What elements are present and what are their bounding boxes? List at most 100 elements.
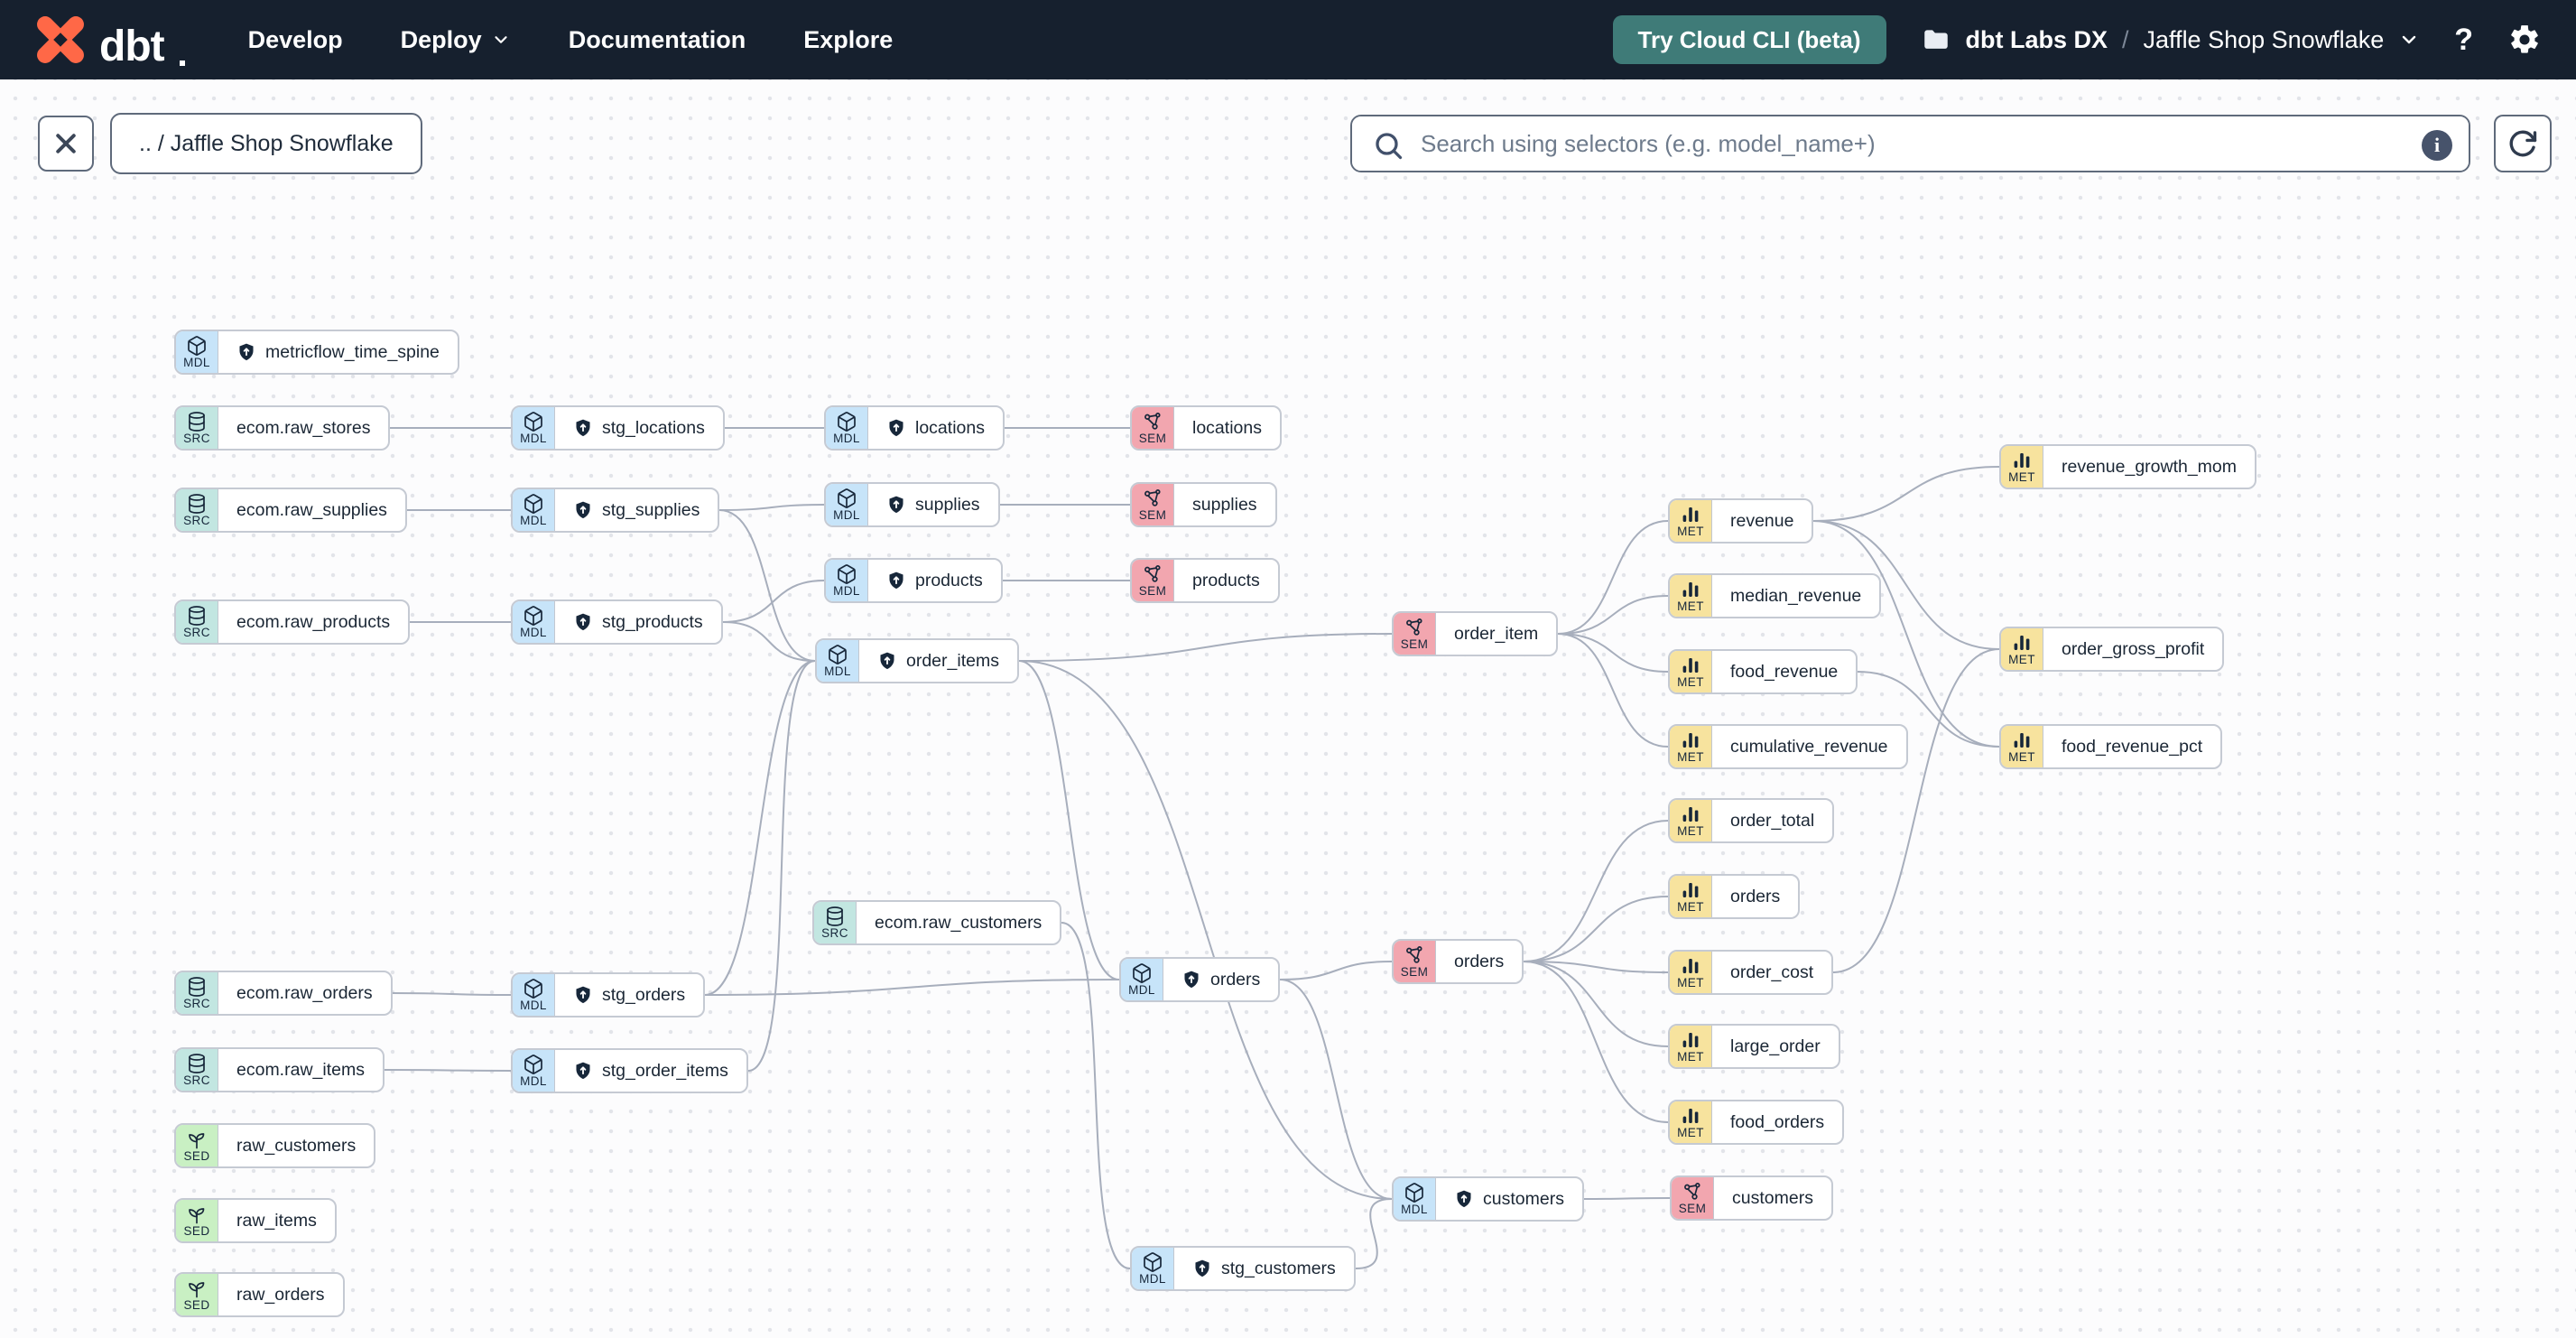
selector-search: i [1350,115,2470,172]
node-met_order_gross_profit[interactable]: MET order_gross_profit [1999,627,2225,672]
metric-bars-icon [2011,729,2033,751]
source-database-icon [186,411,208,432]
model-cube-icon [836,411,857,432]
node-met_food_orders[interactable]: MET food_orders [1668,1100,1845,1145]
registered-mark [179,60,185,66]
node-met_food_revenue_pct[interactable]: MET food_revenue_pct [1999,724,2223,769]
node-supplies[interactable]: MDL supplies [824,482,1000,527]
semantic-model-icon [1142,563,1163,585]
metric-bars-icon [2011,632,2033,654]
node-met_large_order[interactable]: MET large_order [1668,1024,1840,1069]
access-shield-icon [1454,1189,1474,1209]
access-shield-icon [1192,1259,1212,1278]
node-customers[interactable]: MDL customers [1392,1176,1584,1222]
node-stg_customers[interactable]: MDL stg_customers [1130,1246,1356,1291]
graph-breadcrumb[interactable]: .. / Jaffle Shop Snowflake [110,113,422,174]
node-sem_customers[interactable]: SEM customers [1670,1175,1833,1221]
node-met_median_revenue[interactable]: MET median_revenue [1668,573,1882,618]
project-breadcrumb[interactable]: dbt Labs DX / Jaffle Shop Snowflake [1921,24,2421,55]
node-sed_raw_items[interactable]: SED raw_items [174,1198,337,1243]
metric-bars-icon [1680,729,1701,751]
node-src_raw_supplies[interactable]: SRC ecom.raw_supplies [174,488,407,533]
node-stg_order_items[interactable]: MDL stg_order_items [511,1048,748,1093]
model-cube-icon [836,488,857,509]
node-src_raw_orders[interactable]: SRC ecom.raw_orders [174,971,393,1016]
chevron-down-icon [491,30,511,50]
access-shield-icon [236,342,256,362]
account-name[interactable]: dbt Labs DX [1965,25,2108,53]
main-nav: Develop Deploy Documentation Explore [248,26,894,54]
node-src_raw_items[interactable]: SRC ecom.raw_items [174,1047,385,1092]
source-database-icon [186,605,208,627]
node-sed_raw_customers[interactable]: SED raw_customers [174,1123,376,1168]
try-cloud-cli-button[interactable]: Try Cloud CLI (beta) [1612,15,1886,64]
chevron-down-icon[interactable] [2398,29,2420,51]
model-cube-icon [523,978,544,999]
node-met_orders[interactable]: MET orders [1668,874,1801,919]
metric-bars-icon [2011,450,2033,471]
search-input[interactable] [1352,116,2469,171]
node-locations[interactable]: MDL locations [824,405,1005,451]
node-stg_products[interactable]: MDL stg_products [511,599,723,645]
node-order_items[interactable]: MDL order_items [815,638,1019,683]
dbt-wordmark: dbt [99,22,165,70]
nav-documentation[interactable]: Documentation [568,25,746,53]
access-shield-icon [1181,970,1201,990]
close-button[interactable] [38,116,94,172]
lineage-canvas[interactable]: .. / Jaffle Shop Snowflake i MDL metricf… [0,79,2576,1338]
node-src_raw_stores[interactable]: SRC ecom.raw_stores [174,405,391,451]
node-sem_order_item[interactable]: SEM order_item [1392,611,1559,656]
node-stg_locations[interactable]: MDL stg_locations [511,405,725,451]
model-cube-icon [1142,1251,1163,1273]
source-database-icon [186,976,208,998]
search-icon [1372,129,1404,166]
navbar-right: Try Cloud CLI (beta) dbt Labs DX / Jaffl… [1612,15,2543,64]
model-cube-icon [523,605,544,627]
access-shield-icon [886,571,906,590]
access-shield-icon [573,418,593,438]
seed-sprout-icon [186,1129,208,1150]
node-met_revenue_growth_mom[interactable]: MET revenue_growth_mom [1999,444,2257,489]
refresh-button[interactable] [2494,115,2552,172]
breadcrumb-separator: / [2122,25,2129,53]
semantic-model-icon [1682,1181,1703,1203]
node-src_raw_products[interactable]: SRC ecom.raw_products [174,599,411,645]
access-shield-icon [573,500,593,520]
node-sem_orders[interactable]: SEM orders [1392,939,1524,984]
access-shield-icon [573,985,593,1005]
model-cube-icon [1131,962,1153,984]
metric-bars-icon [1680,804,1701,825]
metric-bars-icon [1680,504,1701,525]
node-met_cumulative_revenue[interactable]: MET cumulative_revenue [1668,724,1908,769]
node-orders[interactable]: MDL orders [1119,957,1281,1002]
node-met_order_total[interactable]: MET order_total [1668,798,1835,843]
semantic-model-icon [1142,488,1163,509]
metric-bars-icon [1680,1029,1701,1051]
metric-bars-icon [1680,879,1701,901]
node-met_food_revenue[interactable]: MET food_revenue [1668,649,1858,694]
source-database-icon [824,906,846,927]
node-stg_orders[interactable]: MDL stg_orders [511,972,706,1017]
help-icon[interactable]: ? [2454,22,2473,57]
node-products[interactable]: MDL products [824,558,1003,603]
model-cube-icon [836,563,857,585]
node-met_revenue[interactable]: MET revenue [1668,498,1814,544]
nav-deploy[interactable]: Deploy [401,26,511,54]
node-metricflow_time_spine[interactable]: MDL metricflow_time_spine [174,330,459,375]
dbt-logo[interactable]: dbt [34,14,185,70]
access-shield-icon [877,651,897,671]
info-icon[interactable]: i [2422,130,2452,161]
node-stg_supplies[interactable]: MDL stg_supplies [511,488,720,533]
nav-develop[interactable]: Develop [247,25,343,53]
node-met_order_cost[interactable]: MET order_cost [1668,950,1834,995]
model-cube-icon [827,644,848,665]
project-name[interactable]: Jaffle Shop Snowflake [2143,25,2385,53]
node-src_raw_customers[interactable]: SRC ecom.raw_customers [812,900,1062,945]
node-sem_locations[interactable]: SEM locations [1130,405,1282,451]
node-sed_raw_orders[interactable]: SED raw_orders [174,1272,345,1317]
node-sem_products[interactable]: SEM products [1130,558,1280,603]
nav-explore[interactable]: Explore [803,25,894,53]
model-cube-icon [1404,1182,1425,1203]
node-sem_supplies[interactable]: SEM supplies [1130,482,1277,527]
settings-gear-icon[interactable] [2507,23,2542,57]
